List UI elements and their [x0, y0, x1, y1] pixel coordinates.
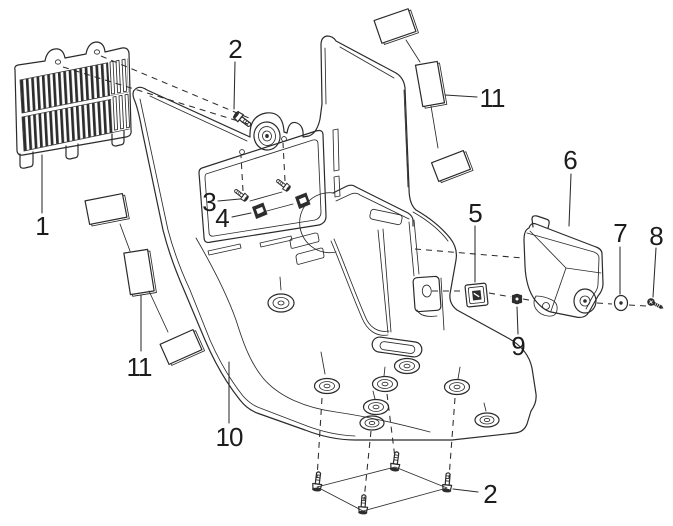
grille-tab	[19, 151, 34, 169]
part-label-3: 3	[202, 187, 217, 217]
screw-boss-grommet	[253, 121, 281, 151]
screw-bosses	[267, 276, 500, 431]
part-label-2-top: 2	[228, 34, 243, 64]
grille-tab	[111, 130, 125, 147]
small-vent	[289, 232, 320, 249]
sill-strip	[207, 235, 293, 256]
small-screw-part-8	[647, 298, 664, 309]
grille-tab	[65, 143, 79, 160]
grille-slat-band	[21, 95, 130, 152]
bottom-screw-set-part-2	[311, 450, 454, 516]
part-label-2-bottom: 2	[483, 479, 498, 509]
part-label-6: 6	[563, 145, 578, 175]
part-label-4: 4	[215, 203, 230, 233]
round-recess-arc	[299, 192, 337, 254]
main-panel-part-10	[132, 35, 537, 441]
oval-slot	[371, 336, 423, 358]
part-label-8: 8	[649, 221, 664, 251]
adhesive-strips-part-11	[84, 8, 474, 366]
nut-part-9	[511, 293, 523, 305]
callout-leaders	[41, 61, 657, 493]
small-vent	[295, 247, 325, 265]
box-part-6	[523, 215, 604, 319]
clip-part-4a	[252, 202, 268, 219]
mount-bracket	[412, 275, 442, 313]
part-label-11-right: 11	[479, 83, 506, 113]
side-flap	[332, 184, 445, 331]
part-label-1: 1	[35, 211, 50, 241]
part-label-11-left: 11	[126, 352, 153, 382]
part-label-7: 7	[613, 218, 628, 248]
grille-ear-hole	[54, 59, 62, 65]
screw-part-3b	[274, 176, 293, 194]
screw-part-3a	[232, 186, 251, 204]
clip-part-4b	[295, 192, 311, 209]
part-label-5: 5	[468, 198, 483, 228]
inner-recess-frame	[198, 129, 327, 244]
mount-hole	[239, 149, 245, 155]
part-label-9: 9	[511, 331, 526, 361]
washer-part-7	[613, 294, 629, 312]
grille-ear-hole	[93, 49, 101, 55]
mount-hole	[281, 136, 287, 142]
assembly-dashed-lines	[62, 55, 647, 501]
part-label-10: 10	[215, 422, 244, 452]
grille-part-1	[14, 41, 132, 169]
square-clip-part-5	[464, 282, 489, 308]
